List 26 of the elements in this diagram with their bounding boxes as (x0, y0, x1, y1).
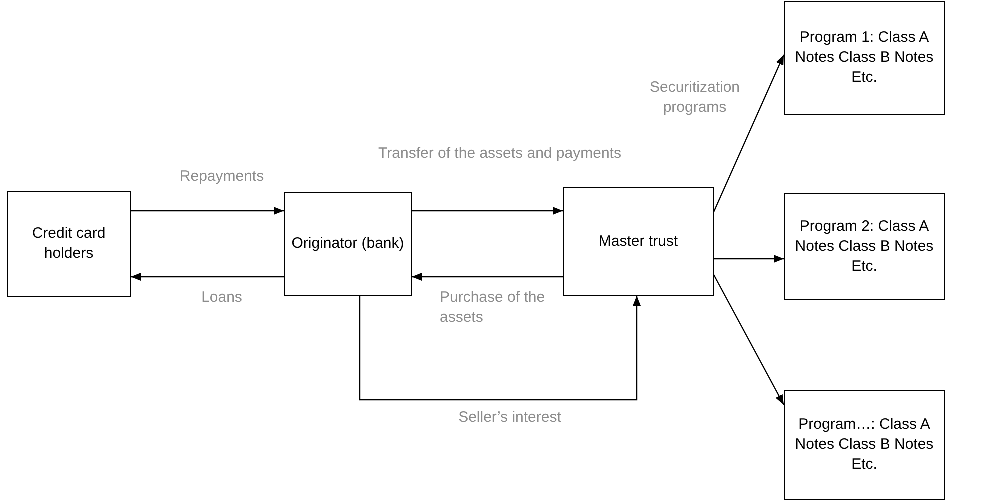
arrow (714, 255, 784, 263)
process-box (784, 1, 945, 115)
edge-label: Seller’s interest (458, 408, 562, 428)
arrow (131, 207, 284, 215)
edge-label: Purchase of the assets (440, 288, 546, 328)
arrow (131, 273, 284, 281)
box-text: Program 2: Class A Notes Class B Notes Etc. (794, 216, 935, 276)
box-text: Credit card holders (31, 224, 107, 264)
process-box (784, 193, 945, 300)
arrow (359, 296, 641, 401)
arrow (713, 274, 785, 406)
edge-label: Securitization programs (648, 78, 742, 118)
process-box (563, 187, 714, 296)
edge-label: Transfer of the assets and payments (378, 144, 622, 164)
box-text: Program…: Class A Notes Class B Notes Etc. (794, 415, 935, 475)
edge-label: Loans (200, 288, 244, 308)
arrow (713, 54, 785, 212)
box-text: Originator (bank) (292, 234, 404, 254)
arrow (412, 273, 563, 281)
process-box (784, 390, 945, 500)
box-text: Program 1: Class A Notes Class B Notes Etc. (794, 28, 935, 88)
process-box (284, 192, 412, 296)
process-box (7, 191, 131, 297)
box-text: Master trust (598, 232, 678, 252)
arrow (412, 207, 563, 215)
edge-label: Repayments (178, 167, 266, 187)
